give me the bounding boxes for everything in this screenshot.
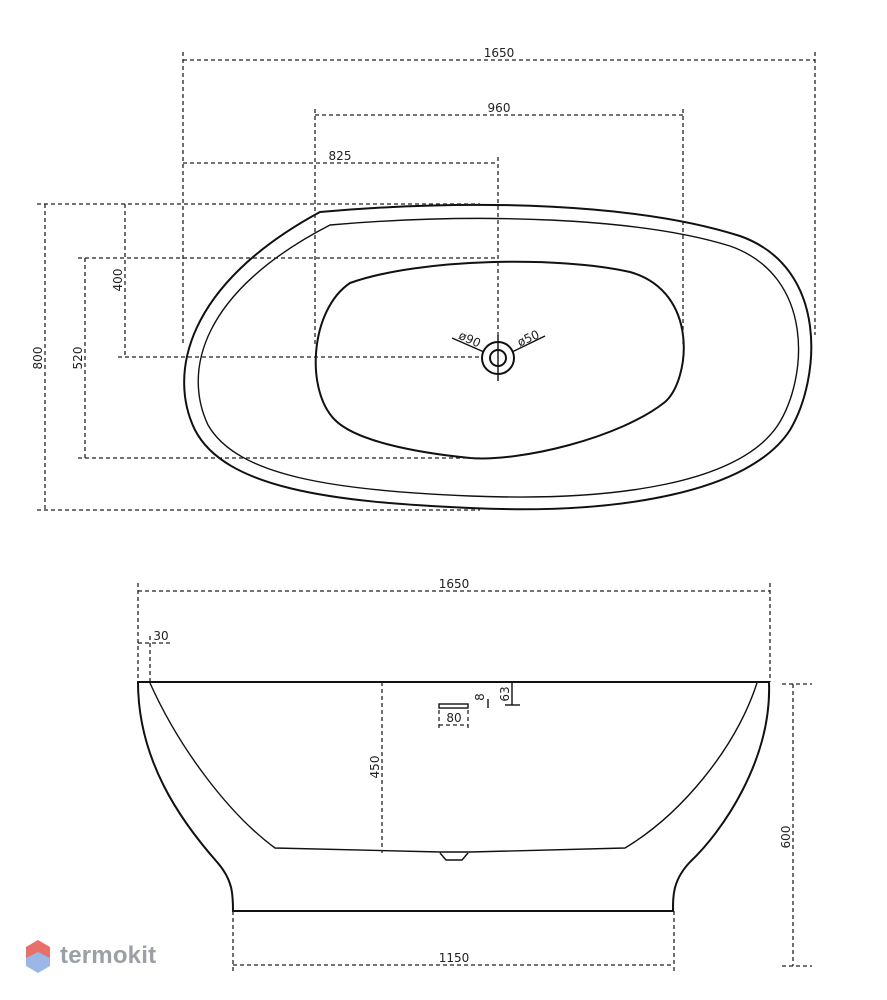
side-view: 1650 30 450 600 1150 80 8 63	[136, 577, 812, 973]
label-drain-outer: ø90	[456, 328, 482, 350]
label-inner-length: 960	[488, 101, 511, 115]
label-overflow-offset: 63	[498, 686, 512, 701]
overflow-slot	[438, 703, 469, 709]
label-overall-width: 800	[31, 347, 45, 370]
label-drain-inner: ø50	[515, 327, 541, 349]
label-rim-thickness: 30	[153, 629, 168, 643]
label-overall-length-side: 1650	[439, 577, 470, 591]
brand-logo: termokit	[24, 936, 156, 976]
label-overflow-height: 8	[473, 693, 487, 701]
top-view-basin	[314, 260, 685, 460]
brand-name: termokit	[60, 942, 157, 969]
brand-logo-icon	[26, 940, 50, 973]
label-overall-height: 600	[779, 826, 793, 849]
leader-d50	[511, 335, 546, 353]
label-drain-offset: 825	[329, 149, 352, 163]
side-view-outer-body	[136, 681, 771, 912]
label-drain-side-offset: 400	[111, 269, 125, 292]
label-overflow-width: 80	[446, 711, 461, 725]
leader-d90	[451, 337, 485, 353]
side-view-inner-contour	[149, 682, 758, 853]
top-view: 1650 960 825 800 520 400 ø90 ø50	[31, 46, 816, 511]
label-inner-depth: 450	[368, 756, 382, 779]
label-overall-length-top: 1650	[484, 46, 515, 60]
top-view-outer-rim	[183, 203, 813, 511]
side-view-drain	[439, 852, 469, 861]
label-base-length: 1150	[439, 951, 470, 965]
top-view-inner-rim	[197, 217, 800, 498]
label-inner-width: 520	[71, 347, 85, 370]
